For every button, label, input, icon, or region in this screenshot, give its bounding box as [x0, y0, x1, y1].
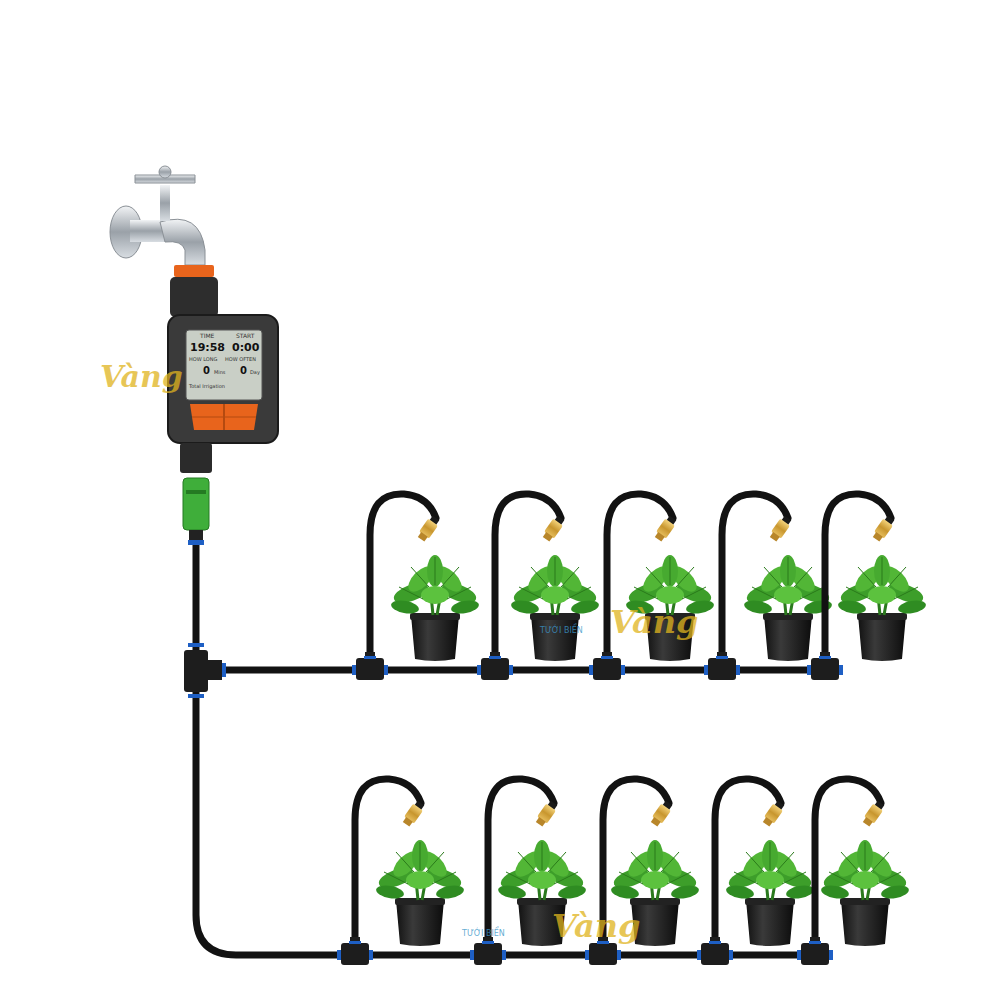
lcd-label: TIME	[200, 333, 214, 339]
lcd-unit: Day	[250, 370, 260, 375]
watermark: Vàng	[610, 606, 698, 638]
watermark: Vàng	[100, 362, 183, 392]
lcd-label: HOW OFTEN	[225, 357, 256, 362]
lcd-digits: 0:00	[232, 342, 259, 353]
lcd-unit: Mins	[214, 370, 225, 375]
lcd-label: START	[236, 333, 255, 339]
lcd-digits: 0	[203, 366, 210, 376]
lcd-digits: 19:58	[190, 342, 225, 353]
lcd-label: HOW LONG	[189, 357, 217, 362]
lcd-label: Total Irrigation	[189, 384, 225, 389]
watermark: TƯỚI BIỂN	[462, 930, 505, 938]
watermark: Vàng	[552, 910, 640, 942]
watermark: TƯỚI BIỂN	[540, 627, 583, 635]
lcd-digits: 0	[240, 366, 247, 376]
